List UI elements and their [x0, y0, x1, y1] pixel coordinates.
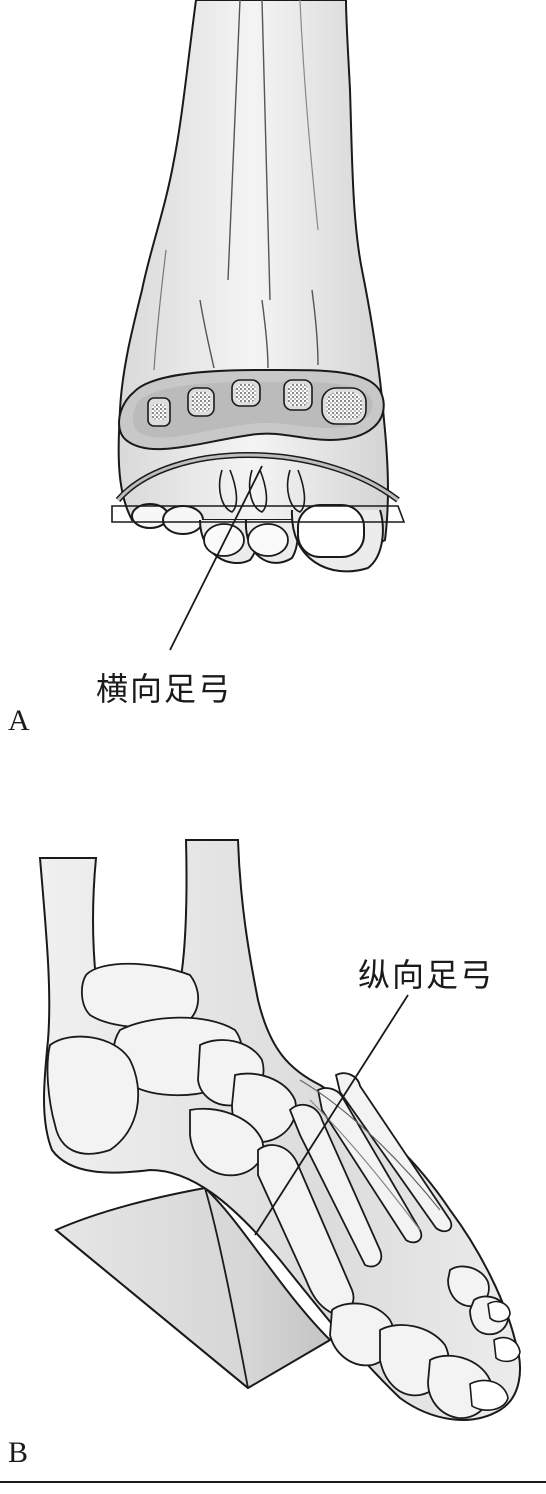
foot-a-outline: [117, 0, 389, 550]
panel-a-foot-front-view: [111, 0, 406, 651]
leader-line-b: [254, 994, 409, 1236]
arch-support-wedge: [54, 1186, 332, 1390]
panel-b-foot-side-view: [38, 839, 521, 1421]
foot-skeleton: [46, 962, 510, 1419]
panel-b-letter: B: [8, 1436, 29, 1469]
longitudinal-arch-label: 纵向足弓: [358, 956, 495, 994]
ground-plane-a: [111, 505, 406, 523]
metatarsal-bones: [147, 379, 367, 427]
leader-line-a: [169, 465, 263, 651]
panel-a-letter: A: [8, 704, 30, 737]
transverse-arch-label: 横向足弓: [96, 670, 233, 708]
